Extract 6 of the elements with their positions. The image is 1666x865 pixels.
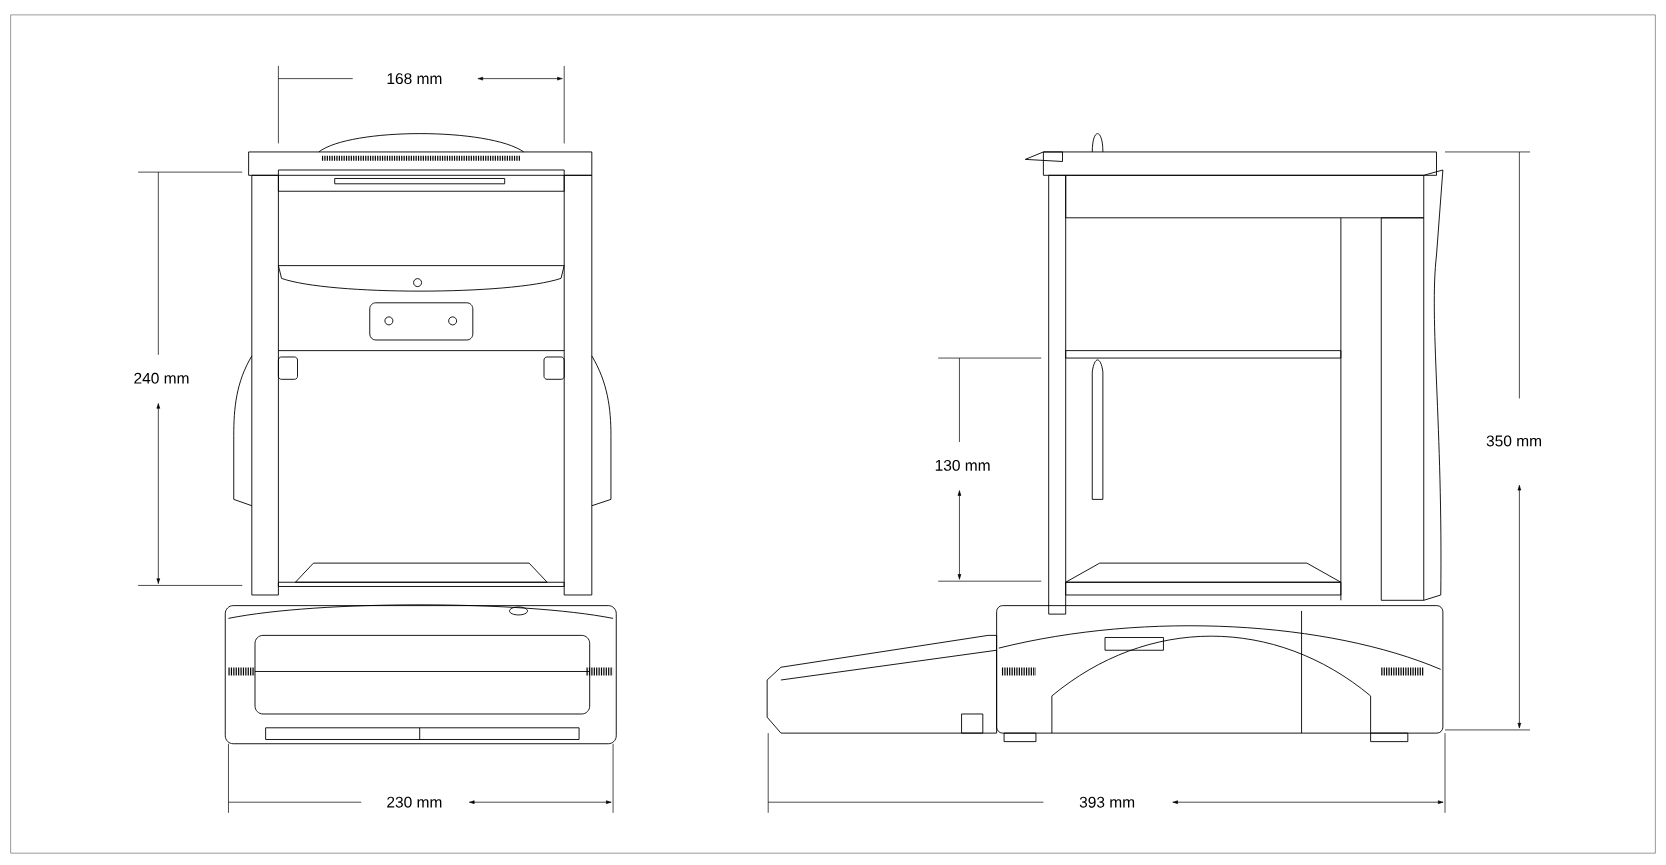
dimension-label: 130 mm: [935, 459, 990, 471]
dimension-label: 393 mm: [1079, 796, 1135, 808]
dimension-label: 350 mm: [1486, 435, 1541, 447]
dimension-label: 240 mm: [134, 372, 189, 384]
dimension-label: 230 mm: [387, 796, 442, 808]
dimension-label: 168 mm: [387, 73, 442, 85]
